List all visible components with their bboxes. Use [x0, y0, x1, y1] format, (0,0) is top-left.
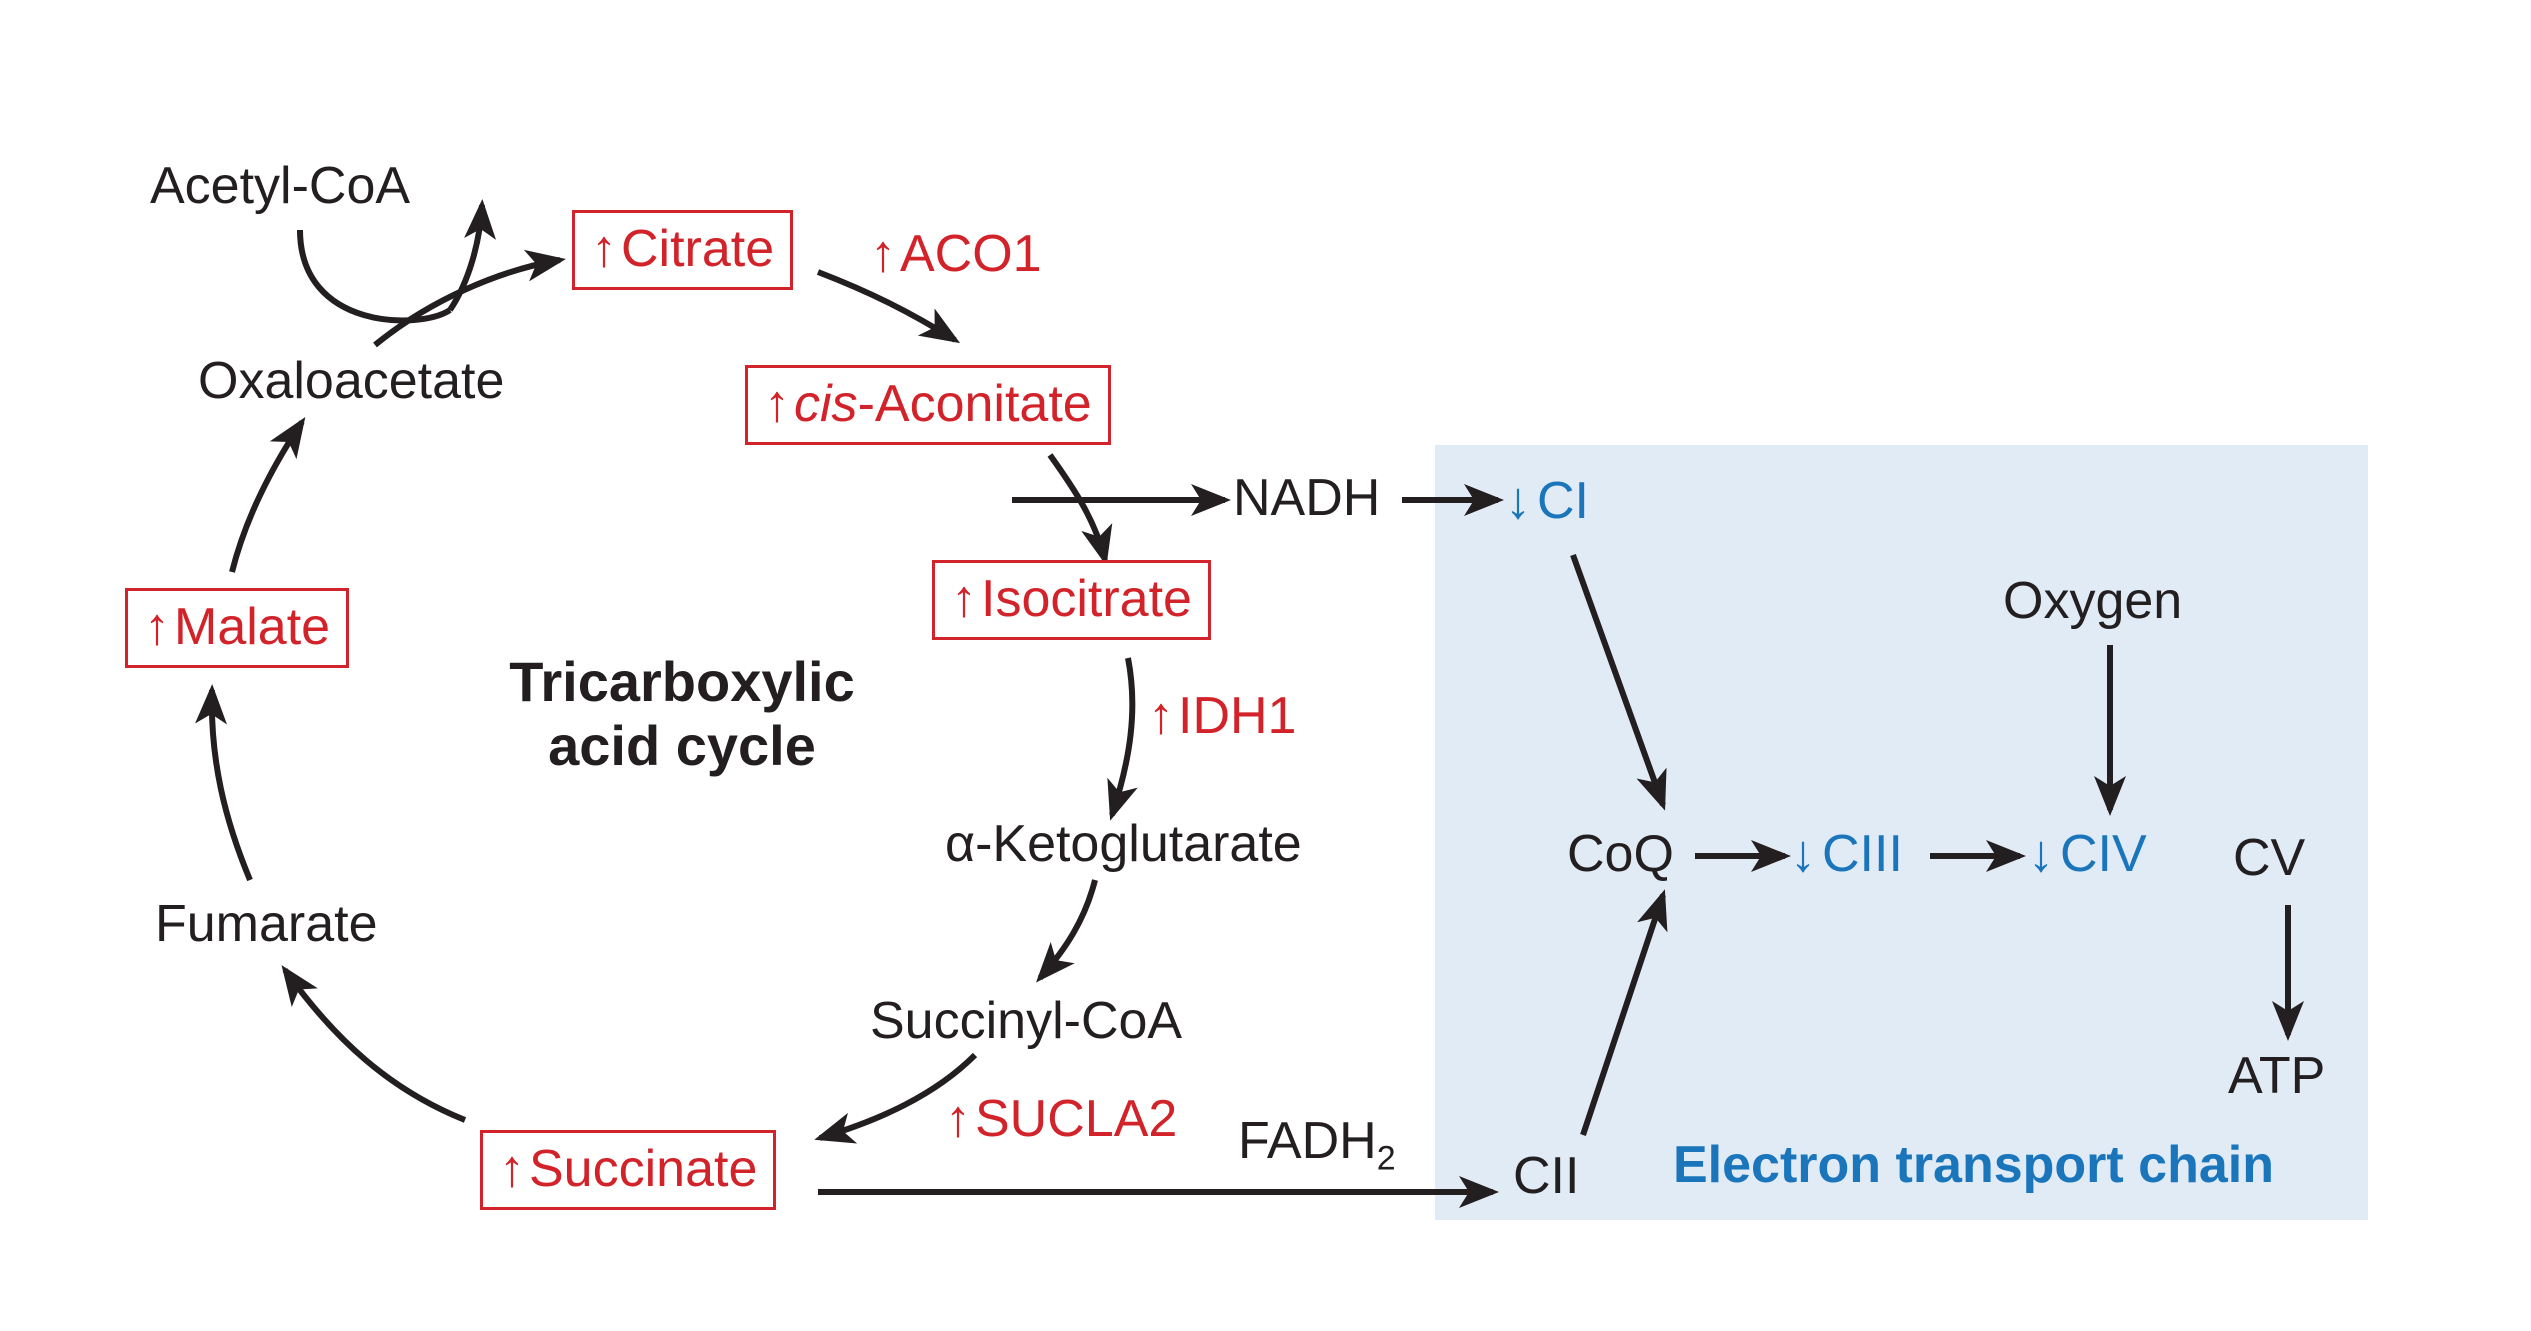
succinate-box: Succinate — [480, 1130, 777, 1210]
acetyl-coa-label: Acetyl-CoA — [150, 157, 411, 215]
malate-label: Malate — [174, 598, 331, 656]
ci-to-coq-arrow — [1570, 553, 1667, 811]
cis-aconitate-label: -Aconitate — [857, 375, 1092, 433]
citrate-to-cisaconitate-arrow — [816, 269, 961, 344]
tca-title-line1: Tricarboxylic — [509, 650, 855, 713]
civ-label: CIV — [2060, 825, 2147, 883]
isocitrate-to-akg-arrow — [1107, 657, 1138, 821]
cv-label: CV — [2233, 829, 2306, 887]
succinyl-coa-label: Succinyl-CoA — [870, 992, 1183, 1050]
ci-label: CI — [1537, 472, 1589, 530]
idh1-label: IDH1 — [1178, 687, 1297, 745]
coa-release-arrow — [447, 199, 497, 312]
fumarate-to-malate-arrow — [195, 684, 253, 882]
fadh-subscript: 2 — [1376, 1139, 1396, 1178]
etc-title: Electron transport chain — [1673, 1136, 2274, 1194]
aco1-label: ACO1 — [900, 225, 1042, 283]
alpha-ketoglutarate-label: α-Ketoglutarate — [945, 815, 1302, 873]
cii-to-coq-arrow — [1580, 889, 1668, 1136]
tca-title-line2: acid cycle — [548, 714, 816, 778]
isocitrate-box: Isocitrate — [932, 560, 1211, 640]
isocitrate-label: Isocitrate — [981, 570, 1192, 628]
sucla2-enzyme: SUCLA2 — [945, 1093, 1177, 1145]
tca-cycle-title: Tricarboxylic acid cycle — [472, 650, 892, 779]
cisaconitate-to-isocitrate-arrow — [1047, 453, 1113, 566]
cis-aconitate-box: cis-Aconitate — [745, 365, 1111, 445]
cii-label: CII — [1513, 1147, 1580, 1205]
fadh-base: FADH — [1238, 1112, 1377, 1170]
oxaloacetate-label: Oxaloacetate — [198, 352, 505, 410]
fadh2-label: FADH2 — [1238, 1115, 1396, 1175]
sucla2-label: SUCLA2 — [975, 1090, 1178, 1148]
ci-complex: CI — [1505, 475, 1589, 527]
nadh-label: NADH — [1233, 469, 1381, 527]
succinate-to-fumarate-arrow — [281, 965, 467, 1123]
coq-label: CoQ — [1567, 825, 1674, 883]
oxaloacetate-to-citrate-arrow — [373, 249, 566, 348]
oxygen-label: Oxygen — [2003, 572, 2183, 630]
citrate-box: Citrate — [572, 210, 794, 290]
fumarate-label: Fumarate — [155, 895, 378, 953]
succinylcoa-to-succinate-arrow — [814, 1052, 978, 1144]
cis-prefix: cis — [794, 375, 858, 433]
akg-to-succinylcoa-arrow — [1036, 879, 1098, 983]
aco1-enzyme: ACO1 — [870, 228, 1042, 280]
ciii-complex: CIII — [1790, 828, 1903, 880]
atp-label: ATP — [2228, 1047, 2326, 1105]
civ-complex: CIV — [2028, 828, 2147, 880]
citrate-label: Citrate — [621, 220, 775, 278]
idh1-enzyme: IDH1 — [1148, 690, 1296, 742]
ciii-label: CIII — [1822, 825, 1903, 883]
acetyl-coa-entry-arrow — [297, 229, 452, 324]
malate-to-oxaloacetate-arrow — [229, 417, 306, 573]
succinate-label: Succinate — [529, 1140, 758, 1198]
malate-box: Malate — [125, 588, 350, 668]
